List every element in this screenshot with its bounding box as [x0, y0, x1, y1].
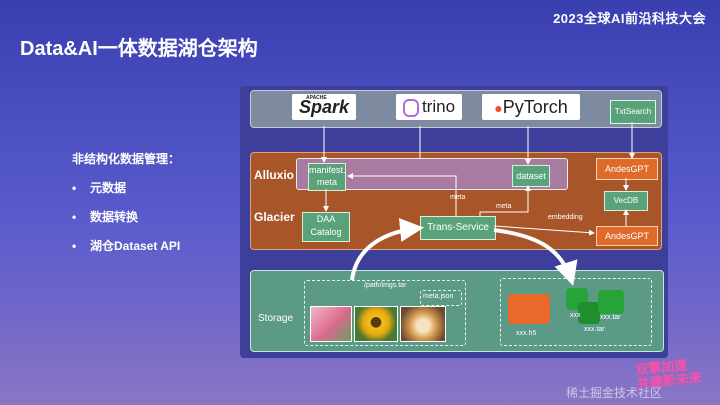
- big-arrow-storage-to-trans: [350, 218, 424, 281]
- meta-label-2: meta: [496, 203, 512, 210]
- list-item: 元数据: [72, 179, 180, 196]
- watermark: 稀土掘金技术社区: [566, 386, 663, 400]
- glacier-label: Glacier: [254, 210, 295, 224]
- sunflower-image: [354, 306, 398, 342]
- list-item: 湖仓Dataset API: [72, 237, 180, 254]
- tar-file-label-2: xxx.tar: [600, 314, 621, 321]
- feature-list-heading: 非结构化数据管理：: [72, 152, 181, 166]
- manifest-text: manifest.: [309, 165, 346, 175]
- manifest-meta-box: manifest. meta: [308, 163, 346, 191]
- big-arrow-trans-to-files: [493, 228, 578, 286]
- andesgpt-bottom-box: AndesGPT: [596, 226, 658, 246]
- pytorch-flame-icon: ●: [494, 100, 503, 116]
- trino-bunny-icon: [402, 98, 419, 117]
- meta-label-1: meta: [450, 194, 466, 201]
- h5-file-label: xxx.h5: [516, 330, 537, 337]
- h5-file-icon: [508, 294, 550, 324]
- tar-file-icon: [598, 290, 624, 314]
- arrow-trans-to-dataset: [479, 185, 531, 216]
- spark-logo-small-text: APACHE: [306, 95, 327, 101]
- page-title: Data&AI一体数据湖仓架构: [20, 38, 258, 60]
- catalog-text: Catalog: [310, 227, 342, 237]
- tar-file-label-1: xxx: [570, 312, 581, 319]
- storage-label: Storage: [258, 313, 294, 324]
- manifest-meta-text: meta: [316, 177, 337, 187]
- trino-logo-text: trino: [421, 97, 456, 116]
- txtsearch-box: TxtSearch: [610, 100, 656, 124]
- tar-file-icon: [578, 302, 600, 324]
- dataset-box: dataset: [512, 165, 550, 187]
- images-archive-box: [304, 280, 466, 346]
- pytorch-logo: ●PyTorch: [482, 94, 580, 120]
- list-item: 数据转换: [72, 208, 180, 225]
- feature-list: 非结构化数据管理： 元数据 数据转换 湖仓Dataset API: [72, 150, 180, 266]
- imgs-tar-path: /path/imgs.tar: [364, 282, 407, 289]
- meta-json-label: meta.json: [423, 293, 454, 300]
- pytorch-logo-text: PyTorch: [502, 97, 568, 117]
- embedding-label: embedding: [548, 214, 583, 221]
- trino-logo: trino: [396, 94, 462, 120]
- arrow-embedding: [493, 225, 595, 236]
- andesgpt-top-box: AndesGPT: [596, 158, 658, 180]
- daa-catalog-box: DAA Catalog: [302, 212, 350, 242]
- alluxio-label: Alluxio: [254, 168, 295, 182]
- meta-json-box: [420, 290, 462, 306]
- trans-service-box: Trans-Service: [420, 216, 496, 240]
- daa-text: DAA: [316, 214, 336, 224]
- spark-logo-text: Spark: [298, 97, 350, 117]
- dog-image: [400, 306, 446, 342]
- tar-file-label-3: xxx.tar: [584, 326, 605, 333]
- conference-title: 2023全球AI前沿科技大会: [553, 11, 706, 26]
- arrow-trans-to-manifest: [347, 173, 457, 216]
- spark-logo: APACHE Spark: [292, 94, 356, 120]
- flower-image: [310, 306, 352, 342]
